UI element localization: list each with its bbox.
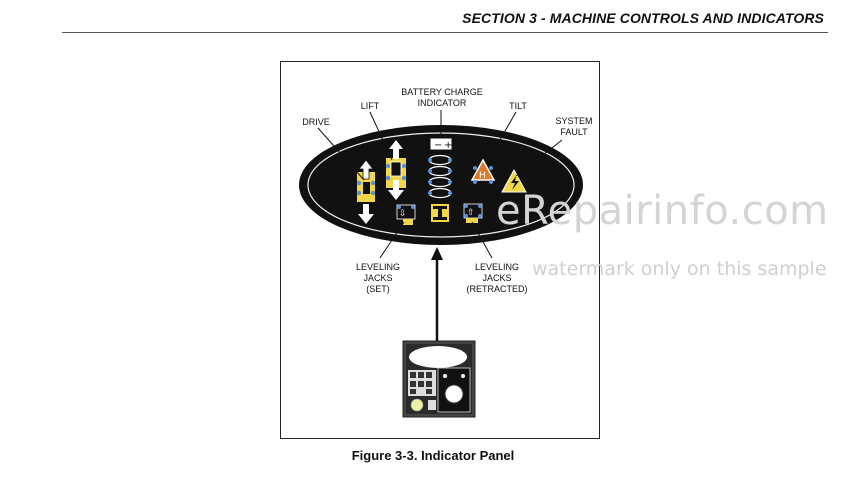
svg-text:+: +	[444, 140, 452, 151]
system-fault-indicator-icon	[501, 168, 527, 193]
watermark-note: watermark only on this sample	[532, 258, 827, 280]
battery-charge-indicator-icon: − +	[428, 137, 453, 222]
leveling-jacks-set-icon: ⇩	[396, 204, 416, 225]
control-box-thumbnail	[402, 340, 476, 418]
figure-caption: Figure 3-3. Indicator Panel	[351, 448, 515, 463]
label-battery-charge-indicator: BATTERY CHARGE INDICATOR	[401, 87, 483, 108]
label-leveling-jacks-set: LEVELING JACKS (SET)	[355, 262, 401, 294]
pointer-arrow	[431, 247, 443, 345]
header-rule	[62, 32, 828, 33]
leveling-jacks-retracted-icon: ⇧	[463, 203, 483, 223]
watermark-site: eRepairinfo.com	[496, 188, 829, 234]
section-header: SECTION 3 - MACHINE CONTROLS AND INDICAT…	[462, 10, 824, 26]
label-leveling-jacks-retracted: LEVELING JACKS (RETRACTED)	[466, 262, 528, 294]
tilt-indicator-icon: H	[470, 158, 496, 184]
label-lift: LIFT	[360, 101, 380, 111]
label-drive: DRIVE	[302, 117, 330, 127]
lift-indicator-icon	[385, 140, 407, 200]
label-system-fault: SYSTEM FAULT	[555, 116, 593, 137]
figure-frame	[280, 61, 600, 439]
svg-text:−: −	[434, 140, 442, 151]
svg-text:⇩: ⇩	[399, 209, 407, 219]
svg-text:⇧: ⇧	[467, 208, 475, 218]
svg-text:H: H	[479, 171, 486, 181]
drive-indicator-icon	[356, 159, 376, 224]
leader-lines	[317, 110, 563, 259]
label-tilt: TILT	[509, 101, 527, 111]
